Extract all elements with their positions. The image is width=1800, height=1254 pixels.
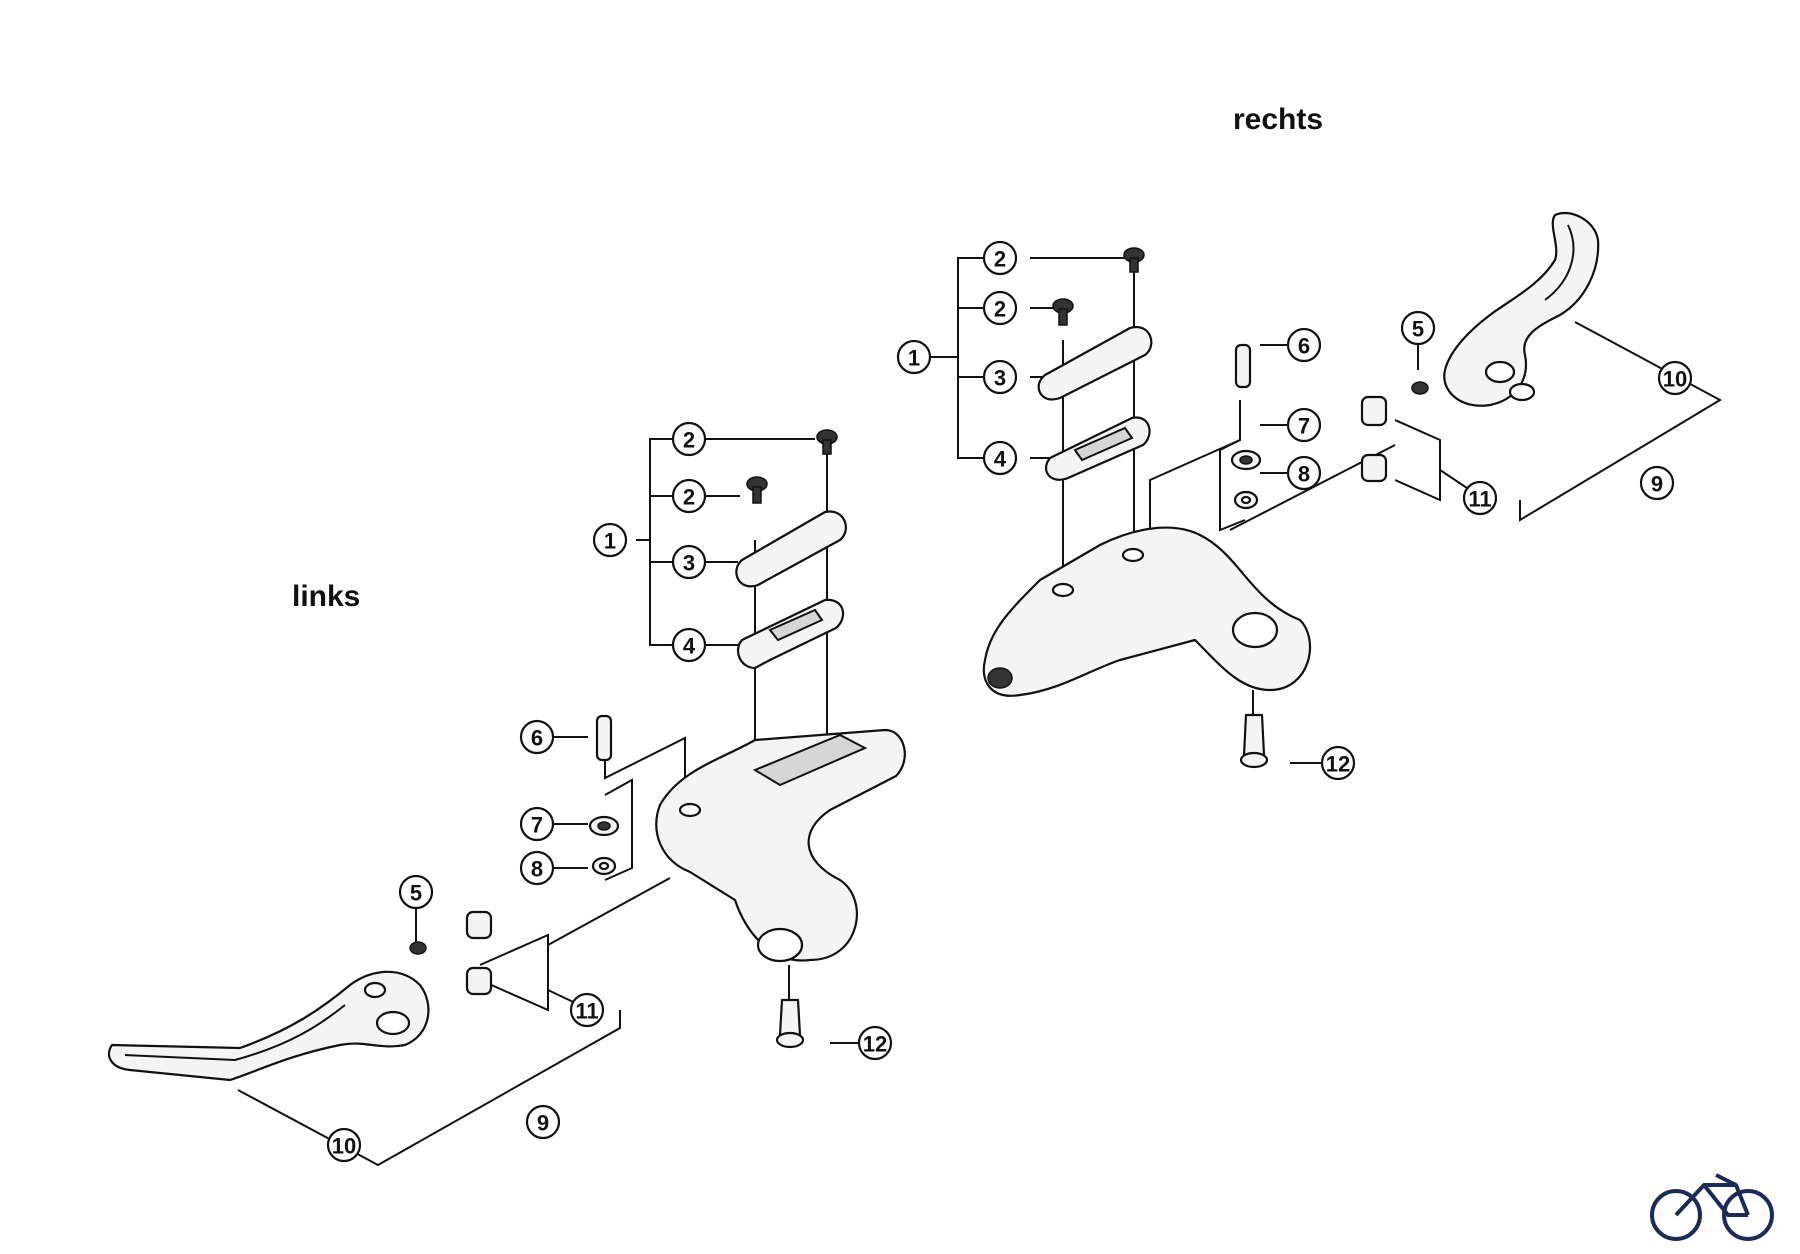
- right-lever-body: [982, 526, 1312, 697]
- svg-text:12: 12: [1326, 752, 1350, 777]
- svg-text:11: 11: [575, 999, 598, 1024]
- left-adjuster-bottom: [465, 966, 493, 996]
- svg-text:8: 8: [531, 857, 543, 882]
- left-callout-7: 7: [519, 806, 555, 842]
- left-callout-2a: 2: [671, 421, 707, 457]
- right-pin: [1234, 343, 1252, 389]
- left-adjuster-top: [465, 910, 493, 940]
- bicycle-logo-icon: [1650, 1173, 1774, 1241]
- right-set-screw: [1411, 381, 1429, 395]
- svg-text:7: 7: [531, 813, 543, 838]
- right-screw-a: [1123, 247, 1145, 273]
- right-washer: [1233, 490, 1259, 510]
- left-bracket: [649, 438, 672, 646]
- right-assembly: 1 2 2 3 4 6 7 8 5 10 11 9 12: [896, 211, 1723, 781]
- label-left: links: [292, 580, 361, 613]
- svg-text:10: 10: [1663, 367, 1687, 392]
- svg-text:3: 3: [683, 551, 695, 576]
- svg-text:12: 12: [863, 1032, 887, 1057]
- svg-text:3: 3: [994, 366, 1006, 391]
- left-pin: [595, 714, 613, 762]
- right-brake-lever: [1443, 211, 1600, 407]
- right-callout-7: 7: [1286, 407, 1322, 443]
- right-callout-8: 8: [1286, 455, 1322, 491]
- right-callout-6: 6: [1286, 327, 1322, 363]
- svg-text:4: 4: [683, 634, 696, 659]
- right-screw-b: [1052, 298, 1074, 326]
- svg-text:5: 5: [1412, 317, 1424, 342]
- svg-text:6: 6: [531, 726, 543, 751]
- left-brake-lever: [107, 970, 430, 1082]
- right-clamp-bolt: [1239, 690, 1269, 769]
- svg-text:7: 7: [1298, 414, 1310, 439]
- right-callout-3: 3: [982, 359, 1018, 395]
- right-callout-10: 10: [1657, 360, 1693, 396]
- svg-text:1: 1: [604, 529, 616, 554]
- svg-text:2: 2: [683, 428, 695, 453]
- left-assembly: 1 2 2 3 4 6 7 8 5 11 12 9 10: [107, 421, 906, 1167]
- svg-text:11: 11: [1468, 487, 1491, 512]
- left-reservoir-cap: [735, 510, 847, 588]
- left-callout-2b: 2: [671, 478, 707, 514]
- right-reservoir-cap: [1037, 325, 1153, 401]
- svg-text:10: 10: [332, 1134, 356, 1159]
- left-callout-9: 9: [525, 1104, 561, 1140]
- svg-text:4: 4: [994, 447, 1007, 472]
- left-callout-10: 10: [326, 1127, 362, 1163]
- right-callout-5: 5: [1400, 310, 1436, 346]
- left-washer: [591, 856, 617, 876]
- left-callout-4: 4: [671, 627, 707, 663]
- left-callout-6: 6: [519, 719, 555, 755]
- right-callout-1: 1: [896, 339, 932, 375]
- right-nut: [1230, 449, 1262, 471]
- right-callout-12: 12: [1320, 745, 1356, 781]
- svg-text:2: 2: [994, 297, 1006, 322]
- right-callout-2a: 2: [982, 240, 1018, 276]
- svg-text:2: 2: [994, 247, 1006, 272]
- left-callout-5: 5: [398, 874, 434, 910]
- right-callout-9: 9: [1639, 465, 1675, 501]
- svg-text:1: 1: [908, 346, 920, 371]
- left-nut: [588, 815, 620, 837]
- left-callout-1: 1: [592, 522, 628, 558]
- left-callout-12: 12: [857, 1025, 893, 1061]
- label-right: rechts: [1233, 103, 1324, 136]
- right-bracket: [957, 257, 1000, 459]
- left-clamp-bolt: [775, 965, 805, 1049]
- left-lever-body: [655, 728, 906, 962]
- svg-text:2: 2: [683, 485, 695, 510]
- svg-text:6: 6: [1298, 334, 1310, 359]
- left-set-screw: [409, 941, 427, 955]
- left-callout-8: 8: [519, 850, 555, 886]
- svg-text:5: 5: [410, 881, 422, 906]
- svg-text:8: 8: [1298, 462, 1310, 487]
- svg-text:9: 9: [537, 1111, 549, 1136]
- right-adjuster-bottom: [1360, 453, 1388, 483]
- left-screw-b: [746, 476, 768, 504]
- right-adjuster-top: [1360, 395, 1388, 427]
- right-callout-11: 11: [1462, 480, 1498, 516]
- right-callout-2b: 2: [982, 290, 1018, 326]
- left-callout-11: 11: [569, 992, 605, 1028]
- left-screw-a: [816, 429, 838, 455]
- left-callout-3: 3: [671, 544, 707, 580]
- svg-text:9: 9: [1651, 472, 1663, 497]
- right-callout-4: 4: [982, 440, 1018, 476]
